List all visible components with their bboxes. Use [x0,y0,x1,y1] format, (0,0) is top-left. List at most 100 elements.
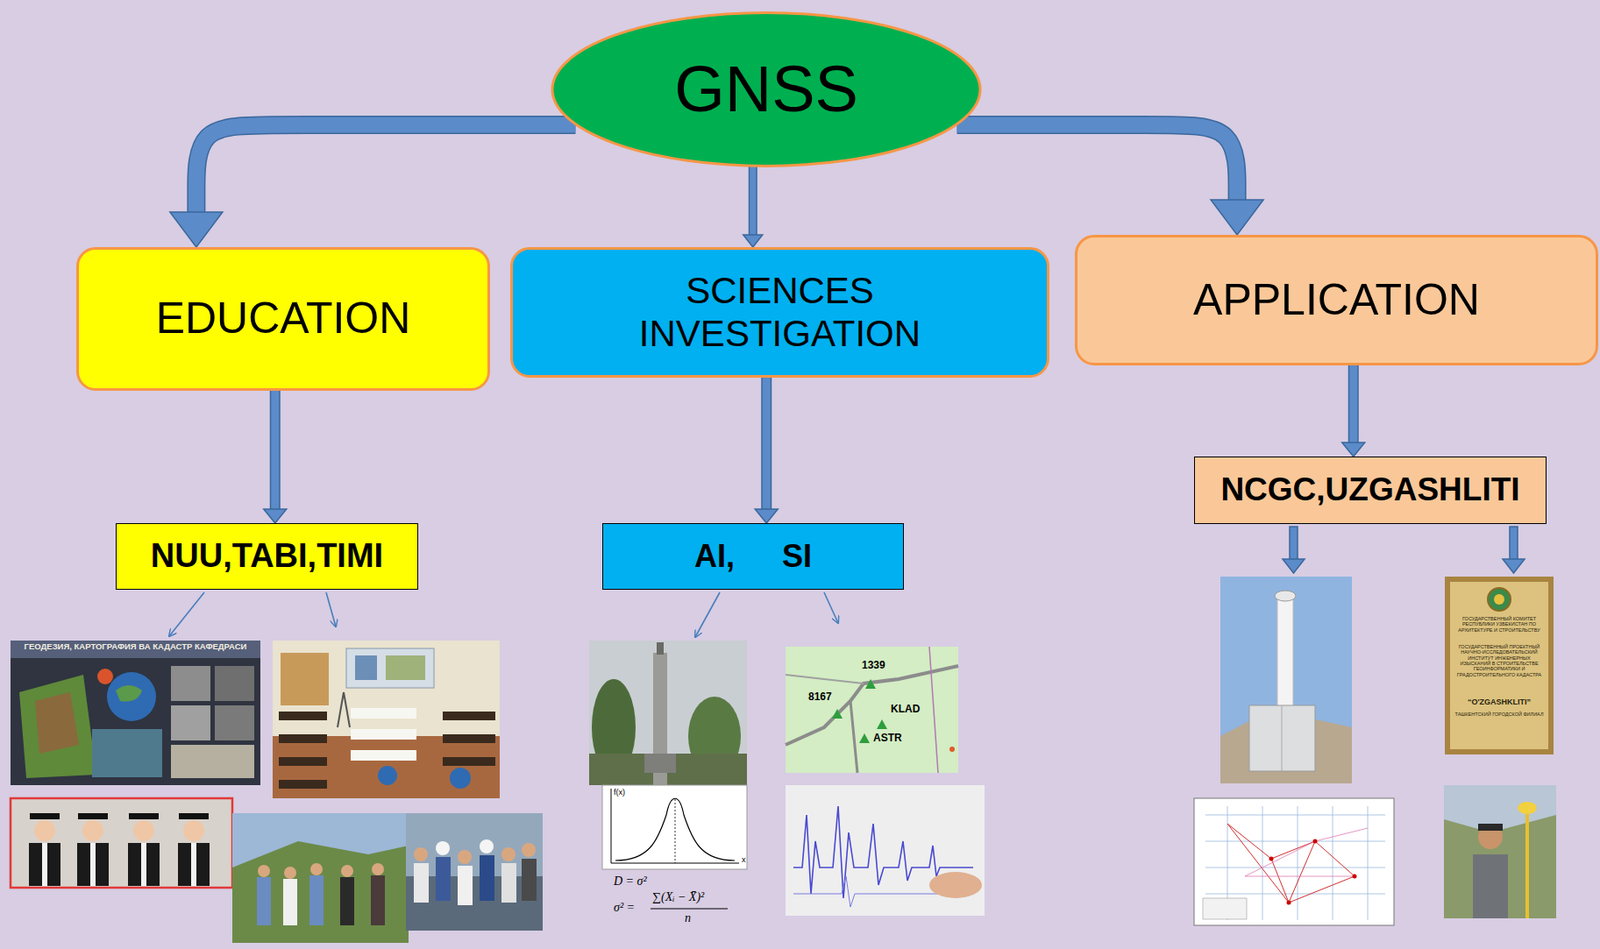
arrow-head [1210,199,1264,235]
network-map-part [1202,898,1247,920]
department-banner-photo-part [170,705,211,741]
seismogram-photo-part [929,872,982,899]
label-text: ТАШКЕНТСКИЙ ГОРОДСКОЙ ФИЛИАЛ [1453,711,1545,718]
classroom-photo-part [278,780,328,790]
station-map-part [929,647,939,774]
arrow-head [1342,442,1366,457]
network-map-part [1227,824,1355,904]
surveyor-photo-part [1478,824,1503,832]
graduates-photo-part [128,813,159,820]
node-label: AI, SI [694,538,812,575]
crowd-photo-part [457,850,472,865]
field-group-photo-part [232,841,409,944]
label-text: σ² = [613,901,635,916]
station-map-part [859,733,870,744]
seismogram-photo [785,785,985,917]
connector-outline [1348,365,1359,445]
distribution-graph [602,785,747,910]
label-text: ∑(Xᵢ − X̄)² [652,890,704,905]
department-banner-photo-part [214,705,255,741]
label-text: ГОСУДАРСТВЕННЫЙ КОМИТЕТ РЕСПУБЛИКИ УЗБЕК… [1453,616,1545,633]
department-banner-photo [10,640,261,786]
classroom-photo [272,640,500,799]
classroom-photo-part [350,750,417,761]
department-banner-photo-part [170,666,211,702]
process-box: AI, SI [602,523,904,591]
field-group-photo [232,813,409,944]
connector-outline [270,391,281,512]
connector-body [957,125,1238,203]
label-text: “O'ZGASHKLITI” [1448,697,1551,707]
classroom-photo-part [355,655,377,681]
classroom-photo-part [278,757,328,767]
network-map [1194,798,1394,926]
graduates-photo-part [191,843,197,887]
graduates-photo-part [133,820,155,842]
network-map-part [1287,901,1292,906]
label-text: ГОСУДАРСТВЕННЫЙ ПРОЕКТНЫЙ НАУЧНО-ИССЛЕДО… [1453,644,1545,678]
reference-station-photo-part [1274,590,1296,602]
crowd-photo-part [413,847,428,862]
process-box: APPLICATION [1074,234,1599,366]
classroom-photo-part [442,734,496,744]
network-map-part [1313,839,1318,845]
field-group-photo-part [284,867,297,880]
node-label: APPLICATION [1193,275,1480,327]
institute-sign-photo-part [1444,576,1554,755]
classroom-photo-part [337,692,344,728]
department-banner-photo-part [214,666,255,702]
crowd-photo-part [413,863,429,904]
department-banner-photo-part [106,672,157,722]
crowd-photo-part [479,839,494,854]
network-map-part [1352,874,1358,880]
connector-outline [760,377,772,512]
geodetic-pillar-photo-part [656,642,664,655]
department-banner-photo-part [92,729,163,778]
department-banner-photo-part [10,640,261,786]
crowd-photo [405,813,543,932]
reference-station-photo-part [1220,576,1352,784]
arrow-head [743,234,763,248]
ellipse-shape [552,13,981,167]
connector-arrow [170,125,576,249]
connector-body [196,125,576,215]
department-banner-photo-part [35,692,79,754]
connector-body [1349,365,1358,445]
classroom-photo-part [346,648,434,689]
graduates-photo-part [90,843,96,887]
crowd-photo-part [521,859,537,902]
process-box: NUU,TABI,TIMI [115,523,419,591]
graduates-photo-part [78,813,108,820]
connector-arrow [1342,365,1366,457]
node-label: GNSS [674,51,859,127]
connector-arrow [957,125,1264,236]
crowd-photo-part [479,855,495,902]
connector-arrow [754,377,778,524]
ellipse-node: GNSS [549,10,983,169]
surveyor-photo-part [1525,810,1529,919]
classroom-photo-part [442,757,496,767]
process-box: EDUCATION [76,247,491,392]
classroom-photo-part [272,640,500,799]
node-label: NCGC,UZGASHLITI [1220,471,1520,510]
crowd-photo-part [501,863,517,904]
station-map [785,647,959,774]
connector-outline [748,165,758,237]
graduates-photo-part [128,843,160,887]
geodetic-pillar-photo-part [589,640,747,786]
field-group-photo-part [341,865,354,878]
station-map-part [785,647,959,774]
label-text: 1339 [861,660,886,673]
label-text: x [741,855,747,865]
crowd-photo-part [435,857,451,902]
classroom-photo-part [280,653,329,706]
connector-outline [957,125,1238,203]
classroom-photo-part [272,736,500,799]
leader-arrow-part [1509,526,1518,561]
label-text: n [684,911,691,926]
crowd-photo-part [435,841,450,856]
station-map-part [832,709,843,719]
station-map-part [949,746,955,753]
connector-arrow [743,165,763,248]
graduates-photo-part [34,820,56,842]
